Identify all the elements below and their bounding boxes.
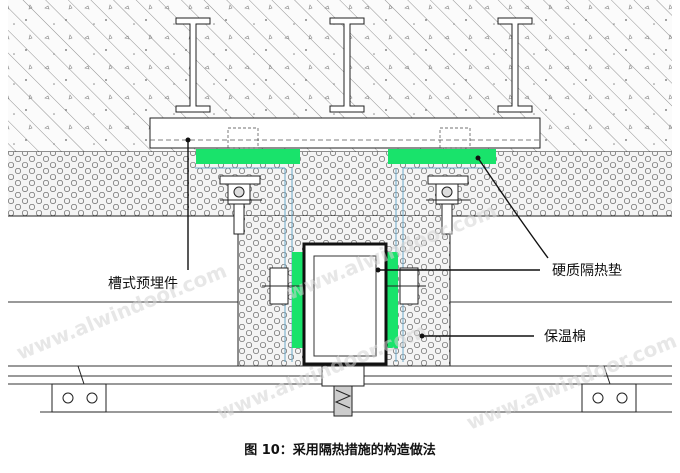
- bottom-clip-right: [581, 365, 637, 413]
- steel-i-beam-left: [175, 17, 211, 113]
- side-bolts: [262, 267, 426, 305]
- bottom-clip-left: [51, 365, 107, 413]
- mullion-cap: [321, 365, 365, 417]
- label-rigid-insulation-pad: 硬质隔热垫: [552, 263, 622, 279]
- embedded-channel-plate: [149, 117, 541, 149]
- bracket-right: [426, 175, 470, 235]
- steel-i-beam-center: [329, 17, 365, 113]
- insulation-layer: [8, 152, 672, 217]
- rigid-insulation-pads: [196, 149, 496, 348]
- bracket-left: [219, 175, 262, 235]
- leader-dots: [185, 137, 481, 339]
- figure-caption: 图 10：采用隔热措施的构造做法: [244, 442, 436, 458]
- label-embedded-channel: 槽式预埋件: [108, 276, 178, 292]
- concrete-slab: [8, 0, 672, 153]
- steel-hollow-section: [302, 242, 388, 366]
- steel-i-beam-right: [497, 17, 533, 113]
- leader-lines: [187, 140, 549, 337]
- svg-text:www.alwindoor.com: www.alwindoor.com: [13, 258, 230, 364]
- label-insulation-wool: 保温棉: [544, 328, 586, 345]
